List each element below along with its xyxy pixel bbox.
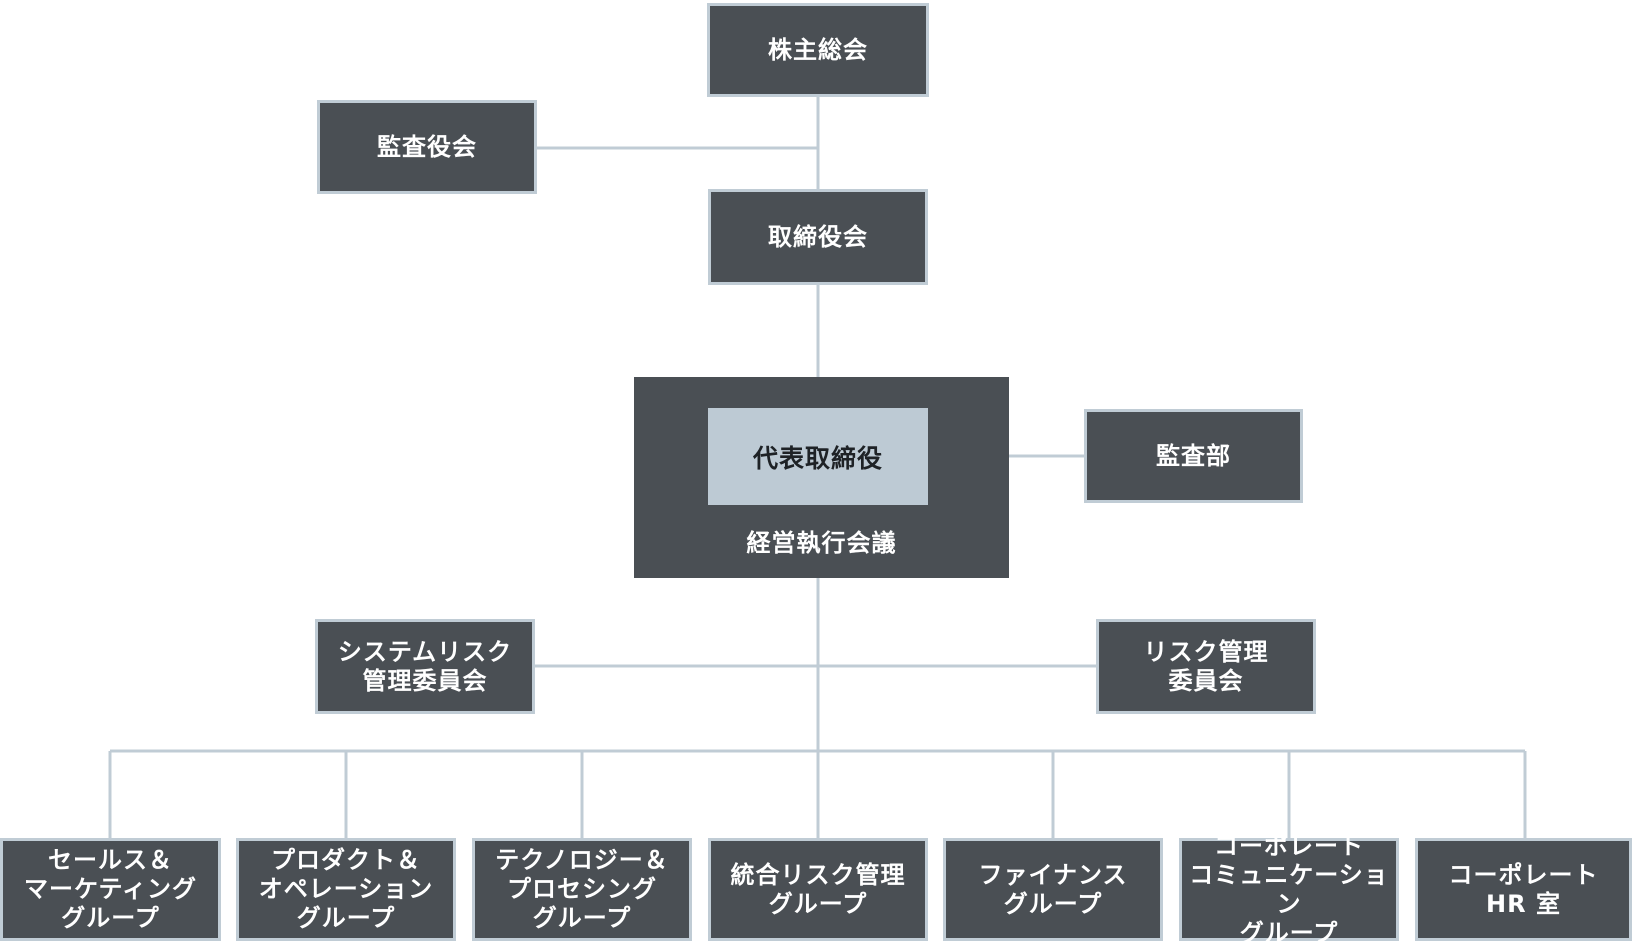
group-box-integrated-risk: 統合リスク管理 グループ: [708, 838, 928, 941]
group-label: テクノロジー＆ プロセシング グループ: [495, 846, 669, 932]
group-box-corporate-hr: コーポレート HR 室: [1415, 838, 1632, 941]
group-box-finance: ファイナンス グループ: [943, 838, 1163, 941]
group-label: コーポレート コミュニケーション グループ: [1189, 831, 1389, 947]
group-box-corporate-communication: コーポレート コミュニケーション グループ: [1179, 832, 1399, 947]
internal-audit-box: 監査部: [1084, 409, 1303, 503]
board-of-directors-box: 取締役会: [708, 189, 928, 285]
ceo-label: 代表取締役: [752, 443, 883, 473]
audit-board-box: 監査役会: [317, 100, 537, 194]
shareholders-meeting-label: 株主総会: [768, 35, 868, 64]
group-box-product-operation: プロダクト＆ オペレーション グループ: [236, 838, 456, 941]
audit-board-label: 監査役会: [377, 132, 477, 161]
group-label: 統合リスク管理 グループ: [730, 860, 906, 918]
system-risk-committee-box: システムリスク 管理委員会: [315, 619, 535, 714]
executive-committee-label: 経営執行会議: [746, 529, 897, 557]
shareholders-meeting-box: 株主総会: [707, 3, 929, 97]
group-box-technology-processing: テクノロジー＆ プロセシング グループ: [472, 838, 692, 941]
group-label: コーポレート HR 室: [1448, 860, 1599, 918]
group-label: ファイナンス グループ: [978, 860, 1128, 918]
internal-audit-label: 監査部: [1156, 441, 1231, 470]
executive-committee-box: 代表取締役 経営執行会議: [634, 377, 1009, 578]
group-label: プロダクト＆ オペレーション グループ: [258, 846, 434, 932]
system-risk-committee-label: システムリスク 管理委員会: [337, 637, 513, 695]
group-box-sales-marketing: セールス＆ マーケティング グループ: [0, 838, 221, 941]
risk-management-committee-label: リスク管理 委員会: [1143, 637, 1269, 695]
risk-management-committee-box: リスク管理 委員会: [1096, 619, 1316, 714]
group-label: セールス＆ マーケティング グループ: [23, 846, 198, 932]
board-of-directors-label: 取締役会: [768, 222, 868, 251]
ceo-box: 代表取締役: [708, 408, 928, 505]
